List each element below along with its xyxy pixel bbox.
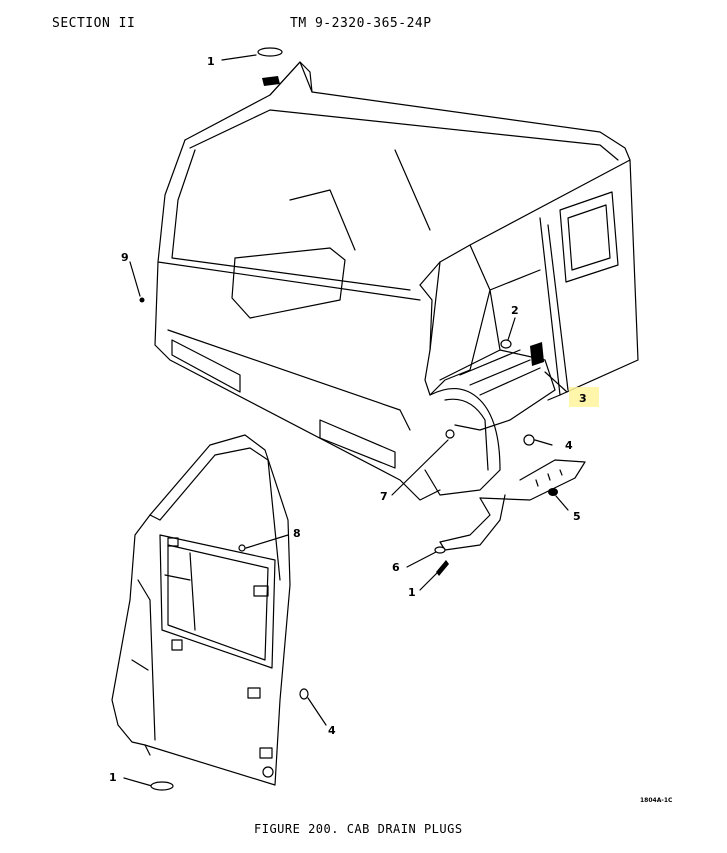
drain-plug-3 xyxy=(530,342,544,366)
drain-plug-strap-right xyxy=(436,560,449,576)
drain-plug-6 xyxy=(434,546,446,554)
callout-3: 3 xyxy=(579,392,587,405)
section-label: SECTION II xyxy=(52,16,136,31)
callout-8: 8 xyxy=(293,527,301,540)
figure-code: 1804A-1C xyxy=(640,797,673,804)
cab-outline xyxy=(154,61,639,501)
drain-plug-5 xyxy=(548,488,558,496)
tm-number: TM 9-2320-365-24P xyxy=(290,16,432,31)
drain-plug-4-door xyxy=(299,688,309,700)
door-outline xyxy=(111,434,291,786)
drain-plug-9 xyxy=(139,297,145,303)
callout-5: 5 xyxy=(573,510,581,523)
callout-9: 9 xyxy=(121,251,129,264)
callout-1-right: 1 xyxy=(408,586,416,599)
drain-plug-2 xyxy=(500,339,512,349)
callout-4-right: 4 xyxy=(565,439,573,452)
callout-highlight xyxy=(569,387,599,407)
leader-lines xyxy=(123,54,569,787)
parts xyxy=(139,47,558,791)
drain-plug-strap-bottom xyxy=(150,781,174,791)
drain-plug-8 xyxy=(238,544,246,552)
callout-2: 2 xyxy=(511,304,519,317)
figure-caption: FIGURE 200. CAB DRAIN PLUGS xyxy=(254,822,463,836)
callout-7: 7 xyxy=(380,490,388,503)
drain-plug-4 xyxy=(523,434,535,446)
callout-4-door: 4 xyxy=(328,724,336,737)
fender-bracket xyxy=(439,459,586,551)
drain-plug-7 xyxy=(445,429,455,439)
callout-1-bottom: 1 xyxy=(109,771,117,784)
drain-plug-strap-top xyxy=(257,47,283,86)
callout-6: 6 xyxy=(392,561,400,574)
callout-1-top: 1 xyxy=(207,55,215,68)
